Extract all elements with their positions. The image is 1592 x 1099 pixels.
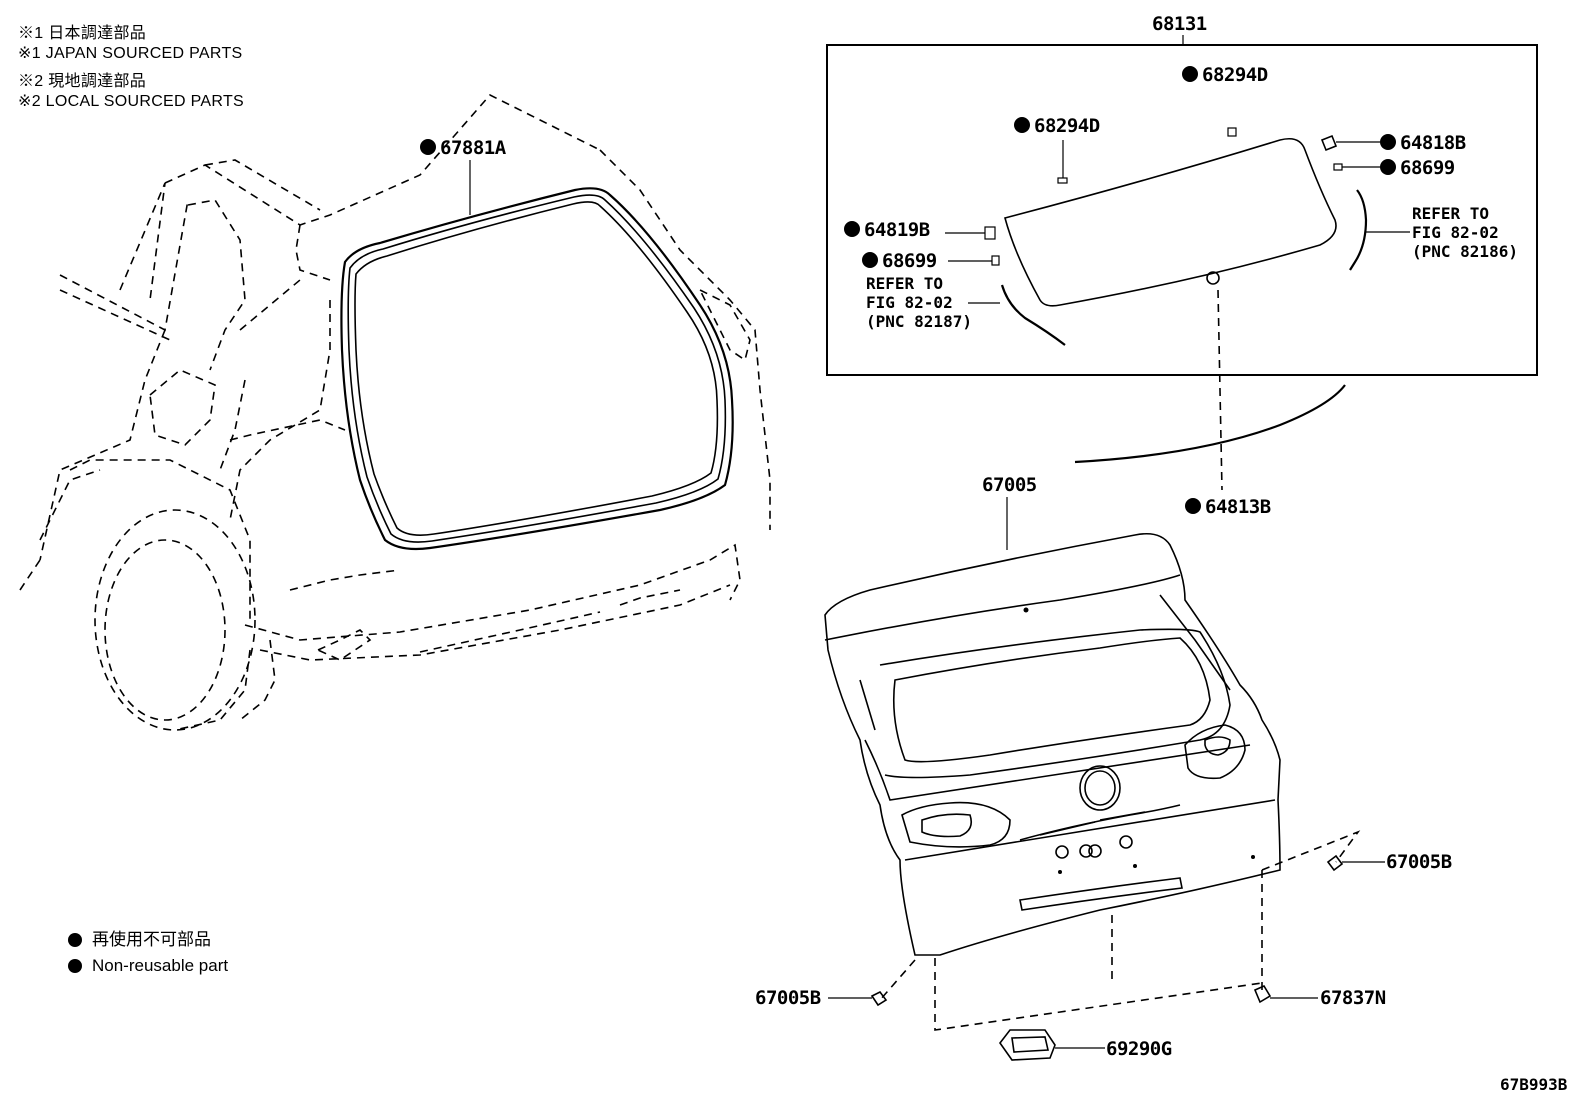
non-reusable-dot-icon: [844, 221, 860, 237]
ref-right-line-1: REFER TO: [1412, 204, 1489, 223]
note-local-en: ※2 LOCAL SOURCED PARTS: [18, 93, 244, 110]
callout-67881A: 67881A: [420, 137, 507, 215]
note-local-jp: ※2 現地調達部品: [18, 73, 147, 90]
non-reusable-dot-icon: [1380, 134, 1396, 150]
part-label-67005B-right: 67005B: [1386, 851, 1452, 873]
legend-row-en: Non-reusable part: [68, 953, 228, 979]
part-label-68131: 68131: [1152, 13, 1207, 35]
ref-left-line-3: (PNC 82187): [866, 312, 972, 331]
legend-text-en: Non-reusable part: [92, 956, 229, 975]
part-label-68294D-left: 68294D: [1034, 115, 1100, 137]
legend-row-jp: 再使用不可部品: [68, 927, 228, 953]
callout-67837N: 67837N: [1253, 984, 1386, 1009]
part-label-68699-left: 68699: [882, 250, 937, 272]
part-label-67005B-left: 67005B: [755, 987, 821, 1009]
ref-left-line-2: FIG 82-02: [866, 293, 953, 312]
part-label-68699-right: 68699: [1400, 157, 1455, 179]
legend-text-jp: 再使用不可部品: [92, 930, 211, 949]
callout-69290G: 69290G: [999, 1029, 1172, 1061]
bullet-icon: [68, 959, 82, 973]
part-label-64819B: 64819B: [864, 219, 930, 241]
callout-64813B: 64813B: [1074, 289, 1346, 518]
part-label-68294D-top: 68294D: [1202, 64, 1268, 86]
part-label-67837N: 67837N: [1320, 987, 1386, 1009]
bullet-icon: [68, 933, 82, 947]
ref-right-line-3: (PNC 82186): [1412, 242, 1518, 261]
callout-67005B-right: 67005B: [1326, 851, 1452, 873]
vehicle-rear-drawing: [19, 94, 771, 731]
note-japan-jp: ※1 日本調達部品: [18, 25, 147, 42]
non-reusable-dot-icon: [862, 252, 878, 268]
ref-left-line-1: REFER TO: [866, 274, 943, 293]
non-reusable-dot-icon: [1182, 66, 1198, 82]
non-reusable-dot-icon: [420, 139, 436, 155]
ref-right-line-2: FIG 82-02: [1412, 223, 1499, 242]
part-label-69290G: 69290G: [1106, 1038, 1172, 1060]
notes-block: ※1 日本調達部品 ※1 JAPAN SOURCED PARTS ※2 現地調達…: [18, 24, 244, 112]
note-japan-en: ※1 JAPAN SOURCED PARTS: [18, 45, 243, 62]
legend: 再使用不可部品 Non-reusable part: [68, 927, 228, 979]
part-label-64813B: 64813B: [1205, 496, 1271, 518]
glass-assembly-box: 68131 68294D 68294D 64818B 68699 64819B: [826, 13, 1538, 376]
figure-code: 67B993B: [1500, 1075, 1568, 1094]
part-label-67881A: 67881A: [440, 137, 507, 159]
non-reusable-dot-icon: [1185, 498, 1201, 514]
non-reusable-dot-icon: [1380, 159, 1396, 175]
part-label-64818B: 64818B: [1400, 132, 1466, 154]
part-label-67005: 67005: [982, 474, 1037, 496]
door-leader-lines: [879, 830, 1361, 1031]
non-reusable-dot-icon: [1014, 117, 1030, 133]
back-door-panel-drawing: 67005: [824, 474, 1281, 956]
callout-67005B-left: 67005B: [755, 987, 888, 1009]
